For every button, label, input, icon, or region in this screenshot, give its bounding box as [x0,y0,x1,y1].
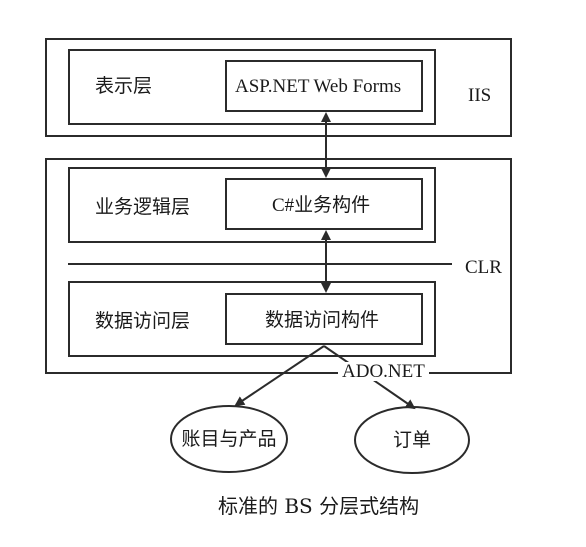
iis-label: IIS [468,85,492,106]
presentation-layer-label: 表示层 [95,75,153,97]
data-access-component-box [225,293,423,345]
data-access-layer-box [68,281,436,357]
aspnet-webforms-label: ASP.NET Web Forms [235,76,402,97]
accounts-products-db-label: 账目与产品 [181,428,277,450]
data-access-component-label: 数据访问构件 [265,310,380,331]
clr-label: CLR [465,257,502,278]
clr-container [45,158,512,374]
data-access-layer-label: 数据访问层 [95,310,191,332]
business-layer-label: 业务逻辑层 [95,196,191,218]
adonet-label: ADO.NET [338,362,429,381]
accounts-products-db-ellipse [170,405,288,473]
arrow-to-accounts-db [234,345,325,407]
aspnet-webforms-box [225,60,423,112]
presentation-layer-box [68,49,436,125]
csharp-business-component-label: C#业务构件 [272,195,371,216]
business-layer-box [68,167,436,243]
orders-db-label: 订单 [392,429,431,451]
diagram-caption: 标准的 BS 分层式结构 [218,494,420,518]
iis-container [45,38,512,137]
csharp-business-component-box [225,178,423,230]
orders-db-ellipse [354,406,470,474]
